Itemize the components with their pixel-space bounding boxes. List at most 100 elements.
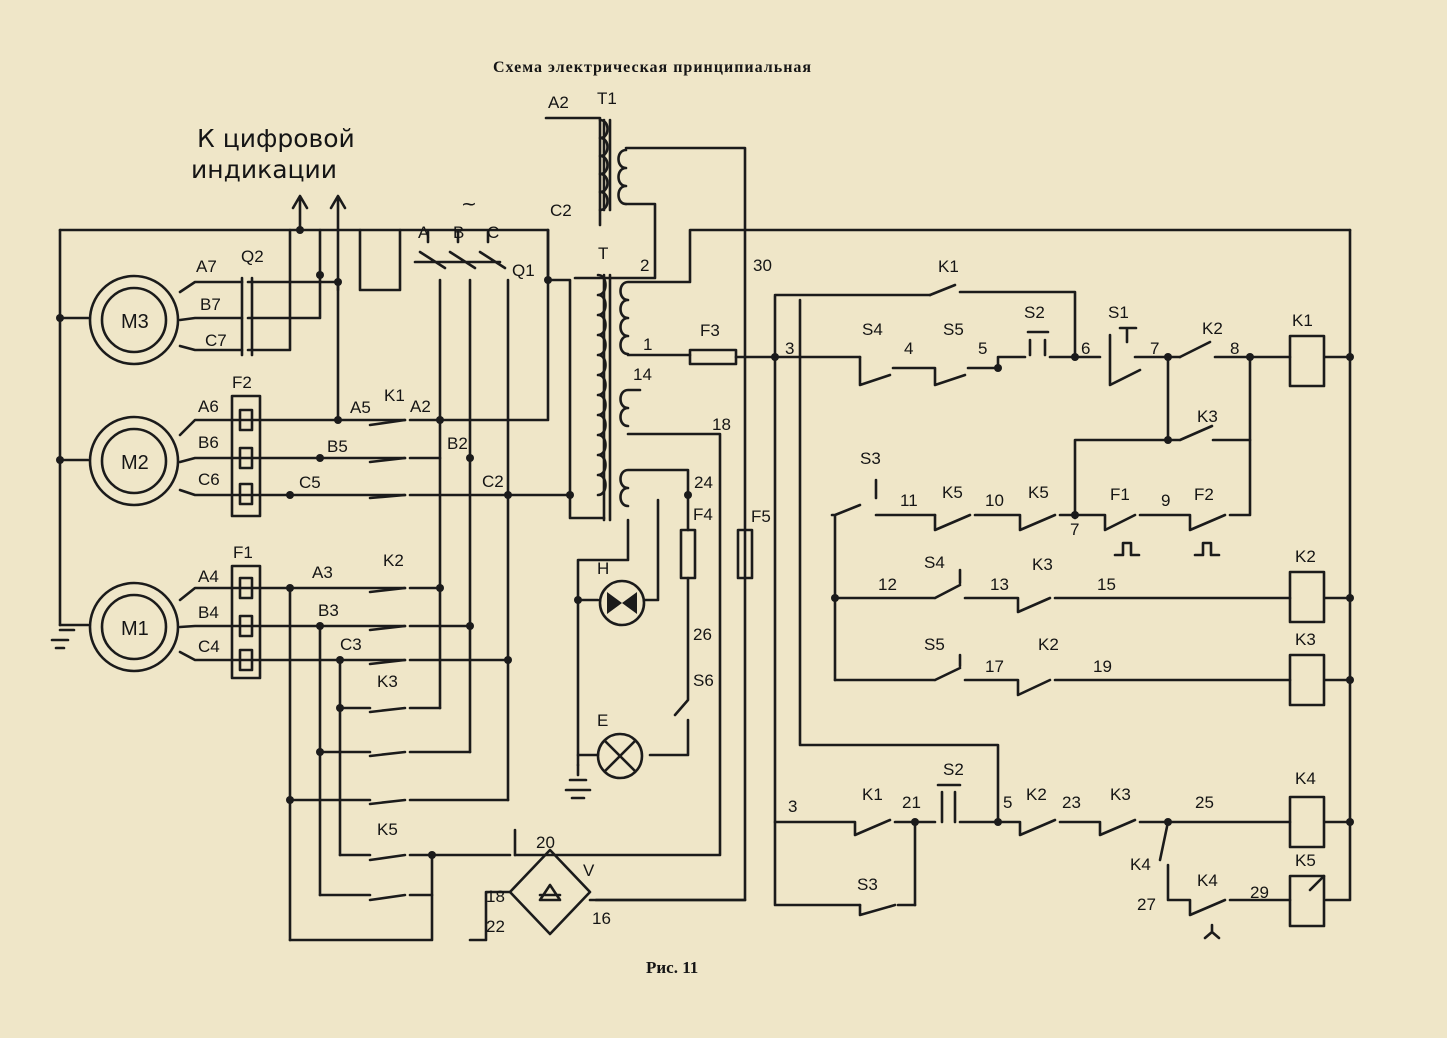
svg-text:B4: B4 [198,603,219,622]
power-wiring [50,228,572,942]
svg-text:S6: S6 [693,671,714,690]
svg-text:K4: K4 [1130,855,1151,874]
svg-text:29: 29 [1250,883,1269,902]
svg-text:~: ~ [461,193,477,215]
svg-text:K1: K1 [384,386,405,405]
svg-text:24: 24 [694,473,713,492]
svg-text:K5: K5 [942,483,963,502]
svg-text:K2: K2 [1026,785,1047,804]
svg-text:C6: C6 [198,470,220,489]
svg-text:M1: M1 [121,618,149,640]
svg-text:C3: C3 [340,635,362,654]
motor-m2: M2 [88,415,180,507]
svg-text:K2: K2 [1202,319,1223,338]
svg-text:S3: S3 [857,875,878,894]
transformer [468,116,1352,942]
svg-text:A2: A2 [548,93,569,112]
svg-text:K5: K5 [1295,851,1316,870]
svg-text:B7: B7 [200,295,221,314]
svg-text:B: B [453,223,464,242]
svg-text:K4: K4 [1295,769,1316,788]
svg-text:S2: S2 [1024,303,1045,322]
svg-text:3: 3 [785,339,794,358]
svg-text:6: 6 [1081,339,1090,358]
svg-text:21: 21 [902,793,921,812]
control-wiring [773,228,1352,940]
svg-text:K2: K2 [1295,547,1316,566]
svg-text:K1: K1 [938,257,959,276]
indication-arrows [291,194,347,292]
motor-m1: M1 [88,581,180,673]
svg-text:18: 18 [486,887,505,906]
svg-text:F5: F5 [751,507,771,526]
svg-text:K4: K4 [1197,871,1218,890]
svg-text:S5: S5 [924,635,945,654]
svg-text:C4: C4 [198,637,220,656]
junctions [56,226,1354,859]
svg-text:S1: S1 [1108,303,1129,322]
svg-text:12: 12 [878,575,897,594]
svg-text:C7: C7 [205,331,227,350]
control-labels: K1 3 S4 4 S5 5 S2 6 S1 7 K2 8 K1 K3 S3 1… [785,257,1316,914]
svg-text:K3: K3 [1197,407,1218,426]
svg-text:F3: F3 [700,321,720,340]
indication-label-line2: индикации [191,155,337,184]
svg-text:10: 10 [985,491,1004,510]
svg-text:A: A [418,223,430,242]
svg-text:M3: M3 [121,311,149,333]
svg-text:A2: A2 [410,397,431,416]
svg-text:15: 15 [1097,575,1116,594]
svg-text:B2: B2 [447,434,468,453]
svg-text:9: 9 [1161,491,1170,510]
svg-text:27: 27 [1137,895,1156,914]
svg-text:19: 19 [1093,657,1112,676]
svg-text:7: 7 [1070,520,1079,539]
svg-text:S3: S3 [860,449,881,468]
svg-text:K1: K1 [862,785,883,804]
svg-text:26: 26 [693,625,712,644]
svg-text:B5: B5 [327,437,348,456]
power-labels: A B C ~ A7 Q2 B7 C7 F2 A6 B6 C6 A5 K1 A2… [196,193,535,839]
svg-text:A4: A4 [198,567,219,586]
svg-text:K3: K3 [1032,555,1053,574]
svg-text:S4: S4 [924,553,945,572]
svg-text:20: 20 [536,833,555,852]
svg-text:17: 17 [985,657,1004,676]
svg-text:A7: A7 [196,257,217,276]
svg-text:14: 14 [633,365,652,384]
svg-text:F1: F1 [1110,485,1130,504]
svg-text:F2: F2 [232,373,252,392]
svg-text:K5: K5 [377,820,398,839]
svg-text:23: 23 [1062,793,1081,812]
svg-text:C: C [487,223,499,242]
svg-text:F1: F1 [233,543,253,562]
svg-text:Q2: Q2 [241,247,264,266]
svg-text:K3: K3 [1110,785,1131,804]
svg-text:E: E [597,711,608,730]
diagram-title: Схема электрическая принципиальная [493,59,812,76]
svg-text:T1: T1 [597,89,617,108]
svg-text:B6: B6 [198,433,219,452]
svg-text:4: 4 [904,339,913,358]
svg-text:K5: K5 [1028,483,1049,502]
svg-text:S2: S2 [943,760,964,779]
svg-text:V: V [583,861,595,880]
svg-text:H: H [597,559,609,578]
svg-text:22: 22 [486,917,505,936]
svg-text:A5: A5 [350,398,371,417]
svg-text:5: 5 [978,339,987,358]
svg-text:2: 2 [640,256,649,275]
svg-text:K1: K1 [1292,311,1313,330]
svg-text:K3: K3 [1295,630,1316,649]
svg-text:3: 3 [788,797,797,816]
motor-m3: M3 [88,274,180,366]
figure-caption: Рис. 11 [646,958,698,977]
svg-text:5: 5 [1003,793,1012,812]
svg-text:C5: C5 [299,473,321,492]
svg-text:8: 8 [1230,339,1239,358]
svg-text:Q1: Q1 [512,261,535,280]
svg-text:F4: F4 [693,505,713,524]
svg-text:30: 30 [753,256,772,275]
